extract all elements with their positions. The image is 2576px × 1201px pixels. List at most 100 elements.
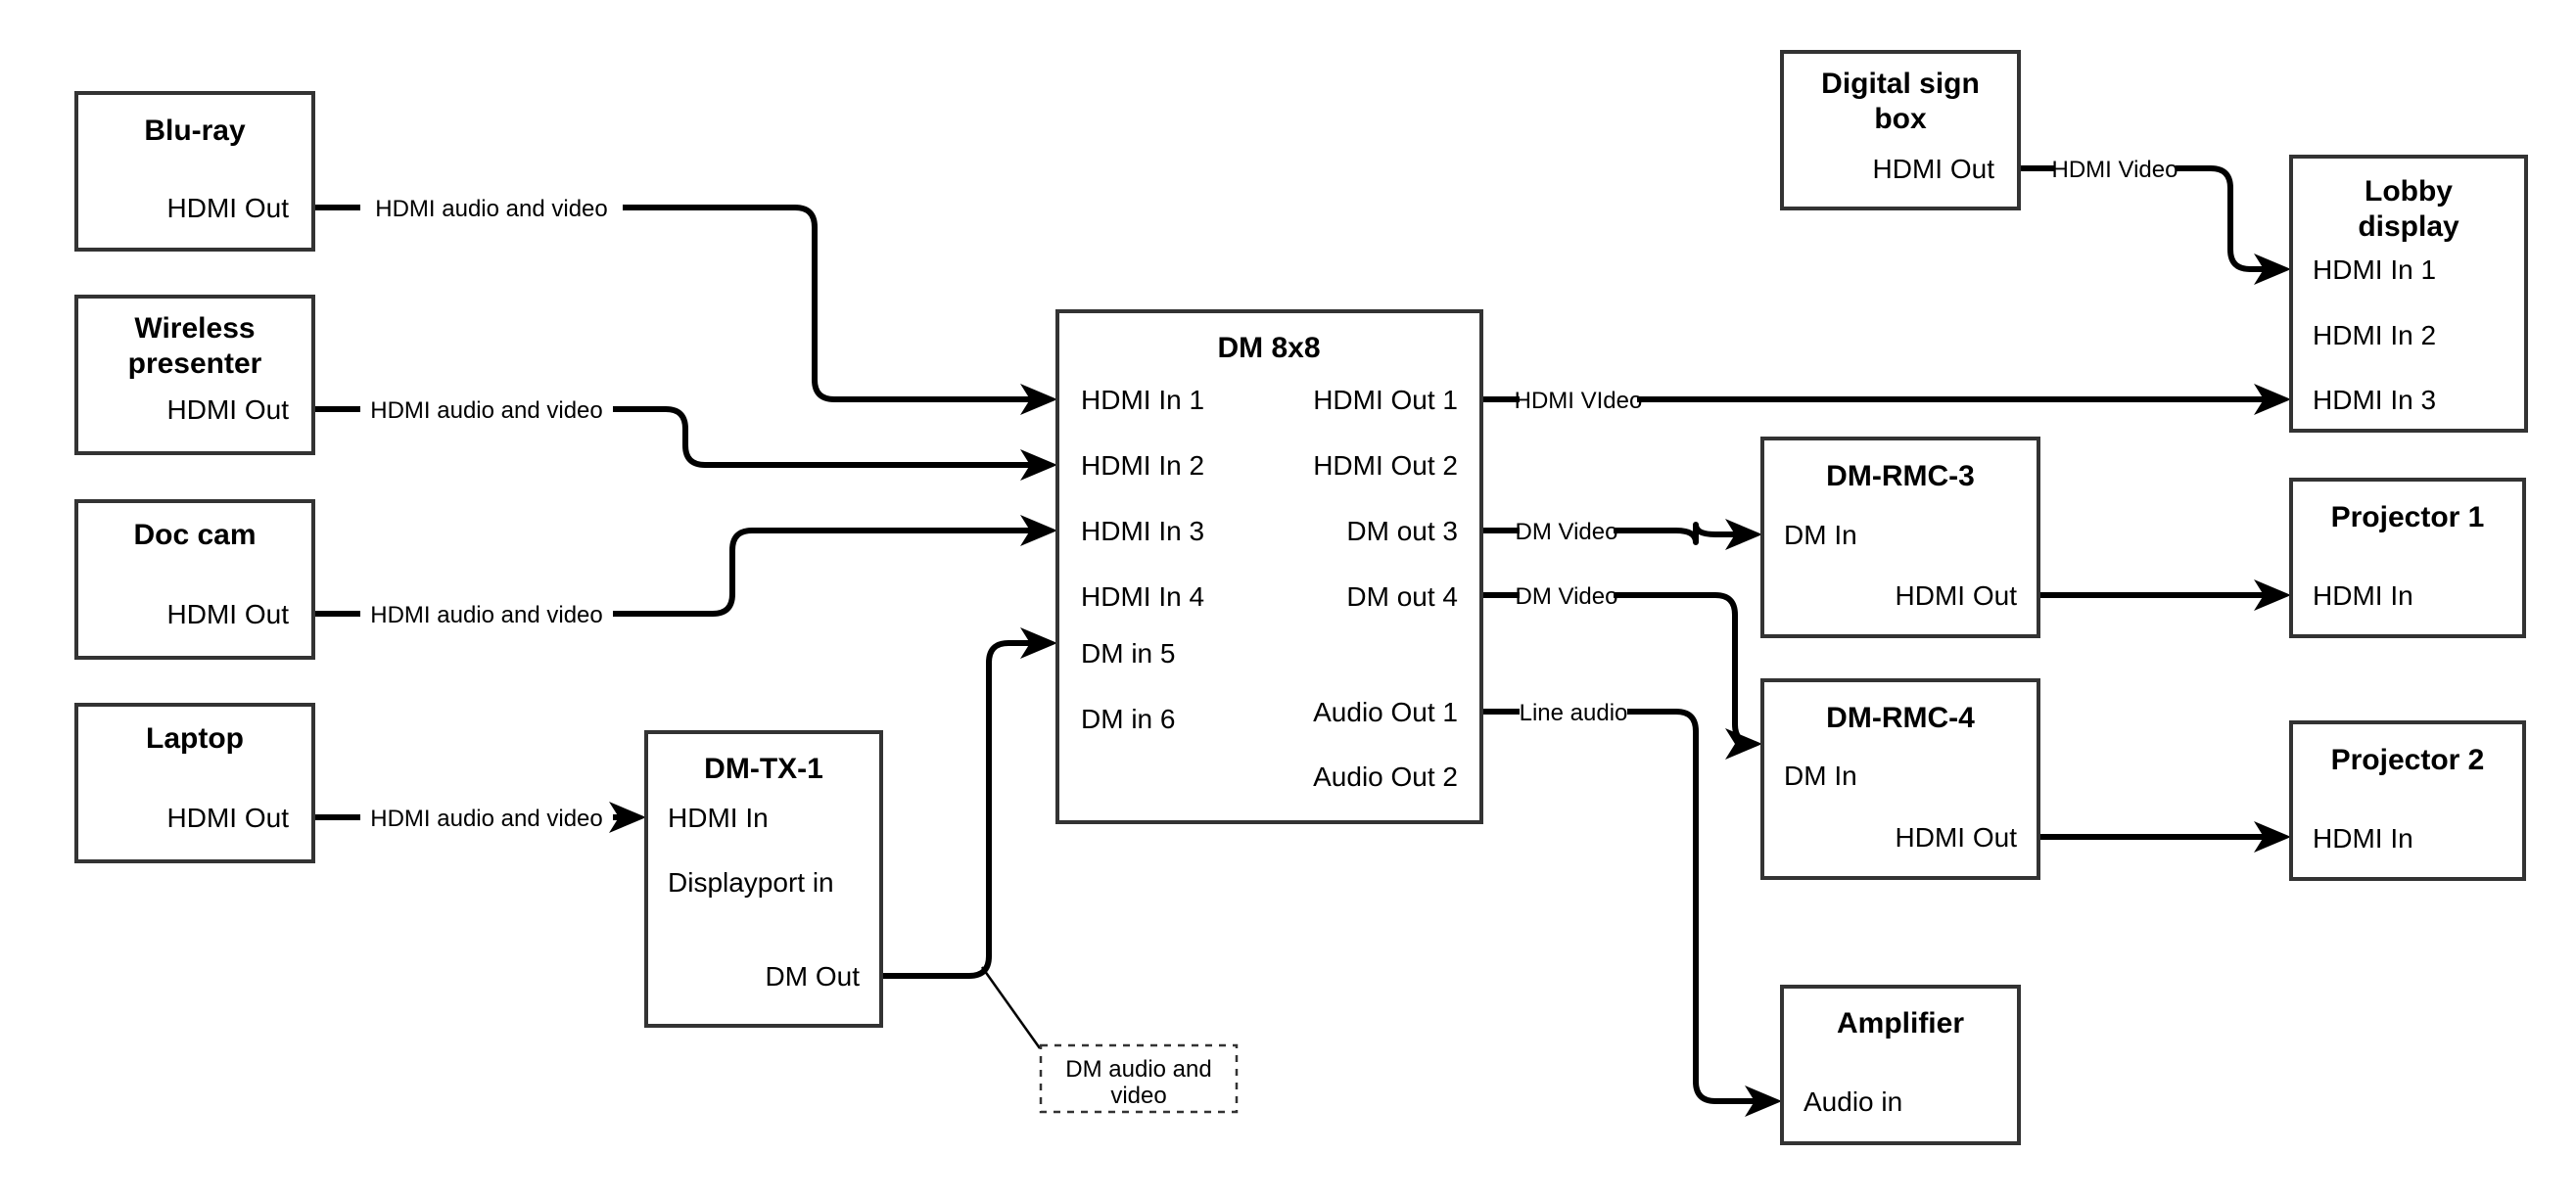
arrowhead-dm-hdmi-in-1	[1020, 384, 1057, 415]
wire-wireless-to-dm8x8	[313, 406, 1038, 468]
arrowhead-projector1-hdmi-in	[2254, 579, 2291, 611]
device-dm-8x8[interactable]: DM 8x8 HDMI In 1 HDMI In 2 HDMI In 3 HDM…	[1055, 309, 1483, 824]
wire-sign-to-lobby-in1	[2019, 165, 2272, 272]
lobby-display-port-hdmi-in-2: HDMI In 2	[2313, 320, 2436, 350]
dm-rmc-3-box[interactable]	[1760, 437, 2040, 638]
dm-8x8-input-hdmi-in-2: HDMI In 2	[1081, 450, 1204, 481]
wire-label-audioout1-to-amp: Line audio	[1520, 700, 1628, 726]
bluray-port-hdmi-out: HDMI Out	[167, 193, 290, 223]
device-doc-cam[interactable]: Doc cam HDMI Out	[74, 499, 315, 660]
projector-2-title: Projector 2	[2331, 744, 2485, 776]
wire-label-doccam-to-dm: HDMI audio and video	[370, 602, 602, 628]
arrowhead-amplifier-audio-in	[1745, 1086, 1782, 1117]
device-dm-tx-1[interactable]: DM-TX-1 HDMI In Displayport in DM Out	[644, 730, 883, 1028]
projector-2-box[interactable]	[2289, 720, 2526, 881]
lobby-display-port-hdmi-in-3: HDMI In 3	[2313, 385, 2436, 415]
device-projector-2[interactable]: Projector 2 HDMI In	[2289, 720, 2526, 881]
dm-8x8-input-hdmi-in-1: HDMI In 1	[1081, 385, 1204, 415]
dm-8x8-input-dm-in-6: DM in 6	[1081, 704, 1175, 734]
arrowhead-projector2-hdmi-in	[2254, 821, 2291, 853]
digital-sign-box-title-line2: box	[1874, 103, 1927, 135]
dm-8x8-output-hdmi-out-2: HDMI Out 2	[1313, 450, 1458, 481]
dm-8x8-output-audio-out-2: Audio Out 2	[1313, 762, 1458, 792]
arrowhead-dmtx1-hdmi-in	[609, 802, 646, 833]
projector-1-box[interactable]	[2289, 478, 2526, 638]
wire-dmout3-to-rmc3	[1481, 522, 1743, 545]
wire-bluray-to-dm8x8	[313, 205, 1038, 402]
arrowhead-lobby-hdmi-in-3	[2254, 384, 2291, 415]
wire-doccam-to-dm8x8	[313, 528, 1038, 617]
dm-tx-1-port-displayport-in: Displayport in	[668, 867, 834, 898]
laptop-port-hdmi-out: HDMI Out	[167, 803, 290, 833]
device-amplifier[interactable]: Amplifier Audio in	[1780, 985, 2021, 1145]
callout-box	[1039, 1043, 1239, 1114]
arrowhead-lobby-hdmi-in-1	[2254, 254, 2291, 285]
projector-2-port-hdmi-in: HDMI In	[2313, 823, 2413, 854]
device-laptop[interactable]: Laptop HDMI Out	[74, 703, 315, 863]
dm-tx-1-title: DM-TX-1	[704, 753, 823, 785]
wire-dmtx1-to-dm8x8	[881, 640, 1038, 979]
dm-rmc-4-title: DM-RMC-4	[1826, 702, 1975, 734]
laptop-title: Laptop	[146, 722, 244, 755]
dm-8x8-input-hdmi-in-3: HDMI In 3	[1081, 516, 1204, 546]
dm-8x8-input-hdmi-in-4: HDMI In 4	[1081, 581, 1204, 612]
doc-cam-port-hdmi-out: HDMI Out	[167, 599, 290, 629]
dm-8x8-output-dm-out-4: DM out 4	[1346, 581, 1458, 612]
arrowhead-rmc3-dm-in	[1725, 519, 1762, 550]
wire-audioout1-to-amplifier	[1481, 709, 1762, 1104]
wire-label-laptop-to-tx: HDMI audio and video	[370, 806, 602, 832]
dm-rmc-4-port-dm-in: DM In	[1784, 761, 1857, 791]
bluray-box[interactable]	[74, 91, 315, 252]
lobby-display-box[interactable]	[2289, 155, 2528, 433]
callout-leader-line	[980, 966, 1042, 1049]
dm-tx-1-box[interactable]	[644, 730, 883, 1028]
wireless-presenter-port-hdmi-out: HDMI Out	[167, 394, 290, 425]
arrowhead-dm-hdmi-in-2	[1020, 449, 1057, 481]
wire-label-hdmiout1-to-lobby: HDMI VIdeo	[1515, 388, 1643, 414]
projector-1-port-hdmi-in: HDMI In	[2313, 580, 2413, 611]
dm-rmc-4-box[interactable]	[1760, 678, 2040, 880]
digital-sign-box[interactable]	[1780, 50, 2021, 210]
dm-8x8-output-hdmi-out-1: HDMI Out 1	[1313, 385, 1458, 415]
doc-cam-box[interactable]	[74, 499, 315, 660]
dm-8x8-output-audio-out-1: Audio Out 1	[1313, 697, 1458, 727]
device-projector-1[interactable]: Projector 1 HDMI In	[2289, 478, 2526, 638]
laptop-box[interactable]	[74, 703, 315, 863]
callout-text-line2: video	[1110, 1083, 1166, 1109]
dm-8x8-box[interactable]	[1055, 309, 1483, 824]
dm-rmc-3-port-hdmi-out: HDMI Out	[1896, 580, 2018, 611]
device-dm-rmc-4[interactable]: DM-RMC-4 DM In HDMI Out	[1760, 678, 2040, 880]
dm-8x8-title: DM 8x8	[1217, 332, 1320, 364]
amplifier-port-audio-in: Audio in	[1803, 1086, 1902, 1117]
callout-dm-audio-and-video: DM audio and video	[1039, 1043, 1239, 1114]
wire-label-wireless-to-dm: HDMI audio and video	[370, 397, 602, 424]
dm-8x8-input-dm-in-5: DM in 5	[1081, 638, 1175, 669]
device-lobby-display[interactable]: Lobby display HDMI In 1 HDMI In 2 HDMI I…	[2289, 155, 2528, 433]
wire-label-dmout3-to-rmc3: DM Video	[1516, 519, 1618, 545]
dm-rmc-3-title: DM-RMC-3	[1826, 460, 1975, 492]
lobby-display-port-hdmi-in-1: HDMI In 1	[2313, 254, 2436, 285]
doc-cam-title: Doc cam	[133, 519, 256, 551]
digital-sign-box-port-hdmi-out: HDMI Out	[1873, 154, 1995, 184]
projector-1-title: Projector 1	[2331, 501, 2485, 533]
device-digital-sign-box[interactable]: Digital sign box HDMI Out	[1780, 50, 2021, 210]
wire-label-sign-to-lobby: HDMI Video	[2052, 157, 2178, 183]
wireless-presenter-box[interactable]	[74, 295, 315, 455]
bluray-title: Blu-ray	[144, 115, 246, 147]
lobby-display-title-line2: display	[2358, 210, 2459, 243]
wireless-presenter-title-line2: presenter	[128, 347, 262, 380]
dm-rmc-3-port-dm-in: DM In	[1784, 520, 1857, 550]
device-wireless-presenter[interactable]: Wireless presenter HDMI Out	[74, 295, 315, 455]
dm-rmc-4-port-hdmi-out: HDMI Out	[1896, 822, 2018, 853]
arrowhead-dm-in-5	[1020, 627, 1057, 659]
wireless-presenter-title-line1: Wireless	[134, 312, 255, 345]
wire-label-dmout4-to-rmc4: DM Video	[1516, 583, 1618, 610]
device-dm-rmc-3[interactable]: DM-RMC-3 DM In HDMI Out	[1760, 437, 2040, 638]
amplifier-box[interactable]	[1780, 985, 2021, 1145]
digital-sign-box-title-line1: Digital sign	[1821, 68, 1980, 100]
device-bluray[interactable]: Blu-ray HDMI Out	[74, 91, 315, 252]
arrowhead-rmc4-dm-in	[1725, 728, 1762, 760]
dm-8x8-output-dm-out-3: DM out 3	[1346, 516, 1458, 546]
amplifier-title: Amplifier	[1837, 1007, 1964, 1039]
